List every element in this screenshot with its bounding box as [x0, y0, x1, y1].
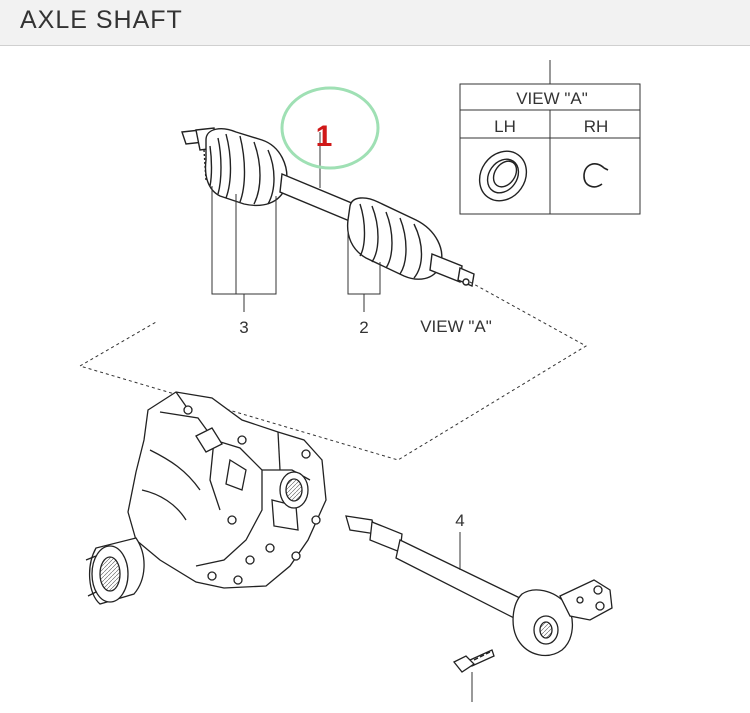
header-bar: AXLE SHAFT: [0, 0, 750, 46]
center-axle-shaft[interactable]: [345, 515, 613, 657]
leader-lines-lower: [459, 532, 473, 702]
part-label-2: 2: [359, 318, 368, 337]
view-a-table-title: VIEW "A": [516, 89, 588, 108]
view-a-column-lh: LH: [494, 117, 516, 136]
page-title: AXLE SHAFT: [20, 6, 183, 34]
lh-oil-seal: [478, 150, 528, 202]
leader-lines-upper: [211, 132, 381, 312]
rh-snap-ring: [583, 163, 609, 188]
view-a-column-rh: RH: [584, 117, 609, 136]
mounting-bolt[interactable]: [452, 649, 495, 673]
front-axle-shaft-assembly[interactable]: [181, 127, 475, 287]
differential-carrier[interactable]: [85, 391, 327, 605]
callout-ring: [280, 86, 380, 170]
part-label-4: 4: [455, 511, 464, 530]
view-a-label: VIEW "A": [420, 317, 492, 336]
callout-label-1[interactable]: 1: [316, 120, 333, 153]
part-label-3: 3: [239, 318, 248, 337]
